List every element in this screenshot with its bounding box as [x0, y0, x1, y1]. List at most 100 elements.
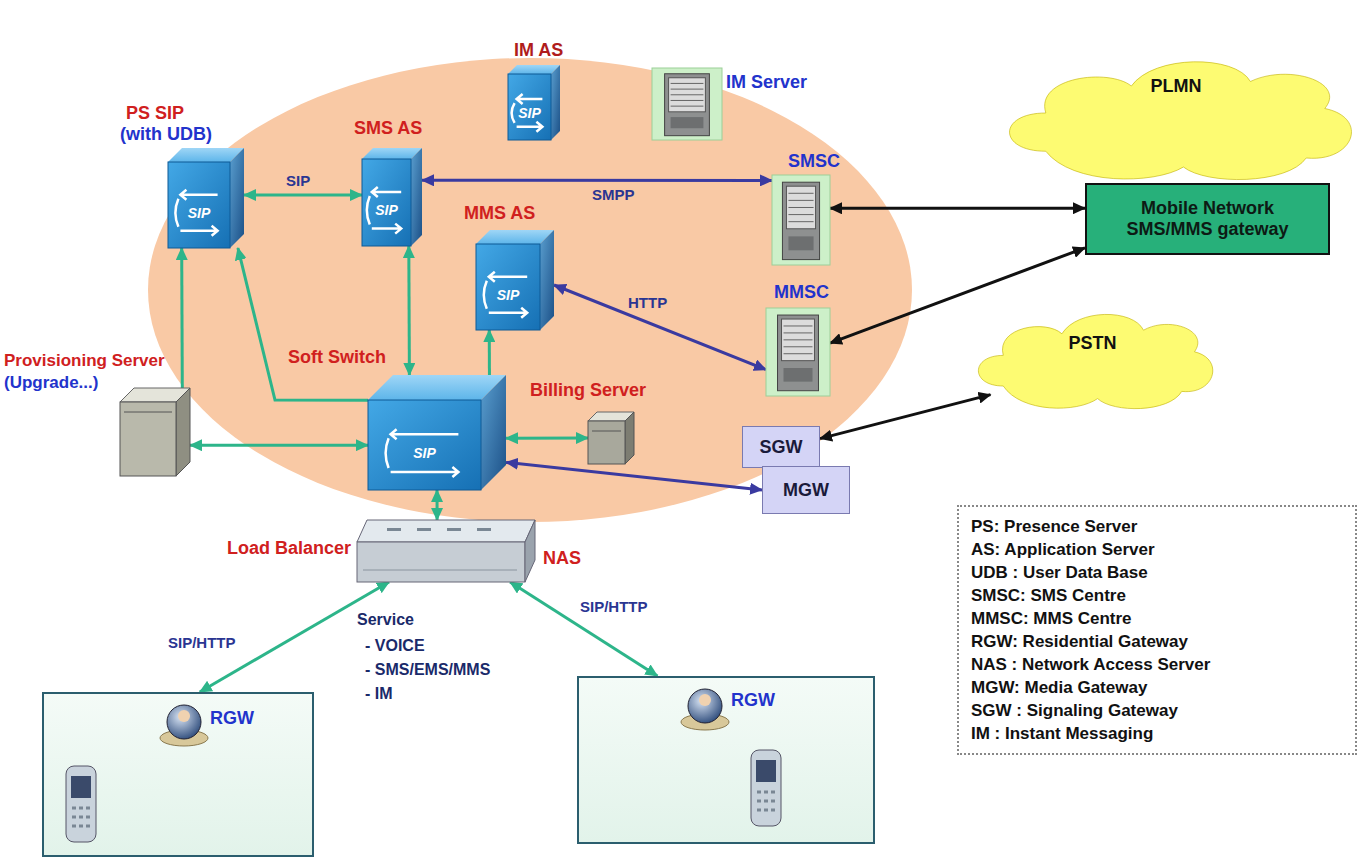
- node-label: RGW: [210, 708, 254, 729]
- box-side: [625, 412, 634, 464]
- edge-label: SIP/HTTP: [168, 634, 236, 651]
- rgw-head: [178, 710, 190, 722]
- sip-server-icon: [368, 375, 506, 490]
- gateway-label: MGW: [783, 480, 829, 501]
- gateway-label: Mobile Network SMS/MMS gateway: [1118, 198, 1298, 240]
- server-tower-icon: [772, 175, 830, 265]
- sip-arrow: [517, 94, 543, 104]
- device-front: [357, 542, 525, 582]
- device-top: [357, 520, 535, 542]
- sip-logo-text: SIP: [508, 103, 551, 124]
- sip-curve: [512, 103, 515, 123]
- server-tower-icon: [652, 68, 722, 140]
- server-box-icon: [120, 388, 190, 476]
- edge-label: SIP/HTTP: [580, 598, 648, 615]
- connector: [436, 490, 439, 520]
- tower-body: [665, 74, 710, 136]
- sip-curve: [175, 199, 178, 227]
- sip-logo-text: SIP: [368, 443, 481, 464]
- node-label: IM Server: [726, 72, 807, 93]
- server-box-icon: [588, 412, 634, 464]
- legend-line: AS: Application Server: [971, 538, 1343, 561]
- node-label: MMSC: [774, 282, 829, 303]
- service-label: - IM: [365, 684, 393, 704]
- legend-line: RGW: Residential Gateway: [971, 630, 1343, 653]
- sip-server-icon: [508, 65, 560, 140]
- node-label: SMS AS: [354, 118, 422, 139]
- tower-body: [782, 182, 819, 259]
- connector: [244, 194, 362, 197]
- sip-logo-text: SIP: [168, 203, 230, 224]
- billing-server: Billing Server: [588, 412, 634, 464]
- node-label: Soft Switch: [288, 347, 386, 368]
- tower-slot: [671, 100, 704, 101]
- connector: [506, 462, 762, 490]
- server-frame: [652, 68, 722, 140]
- sip-arrow: [489, 308, 527, 318]
- tower-panel: [669, 78, 706, 112]
- server-side: [551, 65, 560, 140]
- node-label: Load Balancer: [227, 538, 351, 559]
- phone-body: [66, 766, 96, 842]
- device-led: [477, 528, 491, 531]
- connector: [190, 444, 368, 447]
- connector: [407, 246, 411, 375]
- box-front: [588, 421, 625, 464]
- presence-server: PS SIP(with UDB)SIP: [168, 148, 244, 248]
- node-label: IM AS: [514, 40, 563, 61]
- tower-slot: [784, 346, 813, 347]
- tower-panel: [786, 186, 815, 229]
- gateway-box: Mobile Network SMS/MMS gateway: [1085, 183, 1330, 255]
- phone-keys: [72, 807, 90, 810]
- edge-label: HTTP: [628, 294, 667, 311]
- tower-slot: [671, 106, 704, 107]
- service-label: - SMS/EMS/MMS: [365, 660, 490, 680]
- server-tower-icon: [766, 308, 830, 396]
- sip-arrow: [391, 467, 459, 477]
- rgw-device: [688, 689, 722, 723]
- sip-curve: [367, 196, 370, 225]
- tower-slot: [788, 193, 813, 194]
- cloud-shape: [990, 50, 1362, 185]
- legend-line: NAS : Network Access Server: [971, 653, 1343, 676]
- node-label: RGW: [731, 690, 775, 711]
- legend-line: SGW : Signaling Gateway: [971, 699, 1343, 722]
- gateway-box: MGW: [762, 466, 850, 514]
- home-box: RGW: [577, 676, 875, 844]
- app-server: SMS ASSIP: [362, 148, 422, 246]
- device-led: [387, 528, 401, 531]
- legend-line: UDB : User Data Base: [971, 561, 1343, 584]
- server-front: [362, 159, 411, 246]
- rgw-device: [167, 705, 201, 739]
- server-side: [481, 375, 506, 490]
- legend-line: SMSC: SMS Centre: [971, 584, 1343, 607]
- tower-slot: [784, 325, 813, 326]
- cloud-label: PSTN: [965, 333, 1220, 354]
- load-balancer-icon: [357, 520, 535, 582]
- connector: [820, 395, 991, 439]
- node-label: NAS: [543, 548, 581, 569]
- node-label: (Upgrade...): [4, 372, 98, 393]
- box-side: [176, 388, 190, 476]
- sip-arrow: [372, 187, 401, 197]
- box-line: [592, 431, 621, 432]
- sip-curve: [484, 281, 487, 309]
- server-frame: [766, 308, 830, 396]
- tower-base: [671, 117, 704, 128]
- node-label: SMSC: [788, 151, 840, 172]
- sip-arrow: [391, 429, 459, 439]
- tower-base: [788, 236, 813, 250]
- node-label: PS SIP: [126, 103, 184, 124]
- im-server: IM Server: [652, 68, 722, 140]
- sip-arrow: [372, 224, 401, 234]
- load-balancer: Load BalancerNAS: [357, 520, 535, 582]
- legend-line: MMSC: MMS Centre: [971, 607, 1343, 630]
- phone-keys: [757, 800, 775, 803]
- server-front: [368, 400, 481, 490]
- service-label: Service: [357, 610, 414, 630]
- sip-arrow: [517, 122, 543, 132]
- legend-line: PS: Presence Server: [971, 515, 1343, 538]
- tower-slot: [784, 353, 813, 354]
- sip-logo-text: SIP: [476, 285, 540, 306]
- home-illustration: [44, 694, 312, 855]
